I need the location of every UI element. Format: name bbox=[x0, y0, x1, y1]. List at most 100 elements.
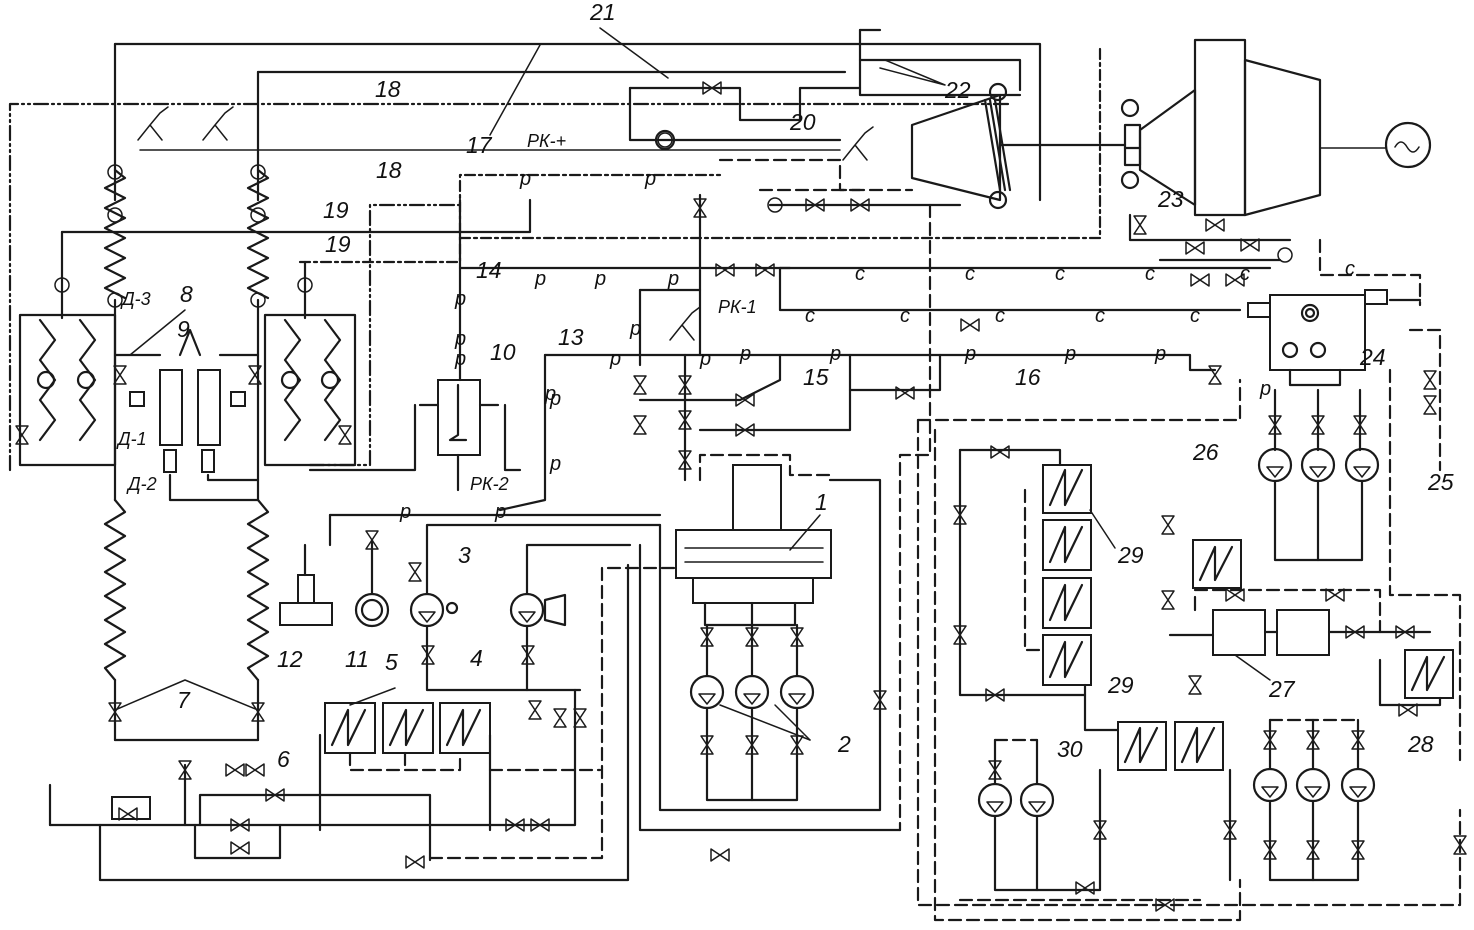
pump-impeller-icon bbox=[698, 693, 716, 705]
valve-icon bbox=[265, 788, 285, 802]
pump-group-central bbox=[279, 513, 662, 692]
line-code-c: с bbox=[855, 263, 865, 285]
line-code-p: р bbox=[549, 388, 561, 410]
valve-icon bbox=[573, 708, 587, 728]
relief-valve-icon bbox=[669, 306, 701, 341]
valve-icon bbox=[693, 198, 707, 218]
pump-impeller-icon bbox=[1309, 466, 1327, 478]
line-code-p: р bbox=[1064, 343, 1076, 365]
callouts: 21 22 18 18 17 20 19 19 23 8 9 14 13 10 … bbox=[116, 0, 1454, 772]
line-code-p: р bbox=[399, 501, 411, 523]
valve-icon bbox=[953, 625, 967, 645]
valve-icon bbox=[553, 708, 567, 728]
label-5: 5 bbox=[385, 649, 398, 675]
pump-impeller-icon bbox=[1304, 786, 1322, 798]
valve-icon bbox=[1351, 730, 1365, 750]
valve-icon bbox=[715, 263, 735, 277]
line-code-p: р bbox=[454, 348, 466, 370]
line-code-p: р bbox=[549, 453, 561, 475]
valve-icon bbox=[745, 735, 759, 755]
line-code-p: р bbox=[1154, 343, 1166, 365]
line-code-p: р bbox=[454, 328, 466, 350]
valve-icon bbox=[678, 375, 692, 395]
line-code-p: р bbox=[829, 343, 841, 365]
label-rk2: РК-2 bbox=[470, 474, 509, 494]
line-code-p: р bbox=[544, 383, 556, 405]
line-code-c: с bbox=[1055, 263, 1065, 285]
valve-icon bbox=[1093, 820, 1107, 840]
label-26: 26 bbox=[1192, 439, 1219, 465]
valve-icon bbox=[953, 505, 967, 525]
label-24: 24 bbox=[1359, 344, 1386, 370]
valve-icon bbox=[678, 410, 692, 430]
valve-icon bbox=[230, 841, 250, 855]
valve-icon bbox=[702, 81, 722, 95]
label-27: 27 bbox=[1268, 676, 1296, 702]
valve-icon bbox=[225, 763, 245, 777]
valve-icon bbox=[1306, 730, 1320, 750]
label-25: 25 bbox=[1427, 469, 1454, 495]
valve-icon bbox=[15, 425, 29, 445]
label-13: 13 bbox=[558, 324, 584, 350]
line-code-p: р bbox=[644, 168, 656, 190]
valve-icon bbox=[1395, 625, 1415, 639]
label-21: 21 bbox=[589, 0, 616, 25]
line-code-p: р bbox=[629, 318, 641, 340]
pump-impeller-icon bbox=[1028, 801, 1046, 813]
valve-icon bbox=[230, 818, 250, 832]
spray-nozzle-icon bbox=[657, 132, 673, 148]
valve-icon bbox=[755, 263, 775, 277]
line-code-c: с bbox=[1145, 263, 1155, 285]
line-code-c: с bbox=[965, 263, 975, 285]
label-11: 11 bbox=[345, 646, 369, 672]
label-10: 10 bbox=[490, 339, 516, 365]
valve-icon bbox=[1423, 395, 1437, 415]
valve-icon bbox=[1268, 415, 1282, 435]
valve-icon bbox=[1161, 590, 1175, 610]
valve-icon bbox=[1190, 273, 1210, 287]
valve-icon bbox=[1306, 840, 1320, 860]
turbine-unit bbox=[910, 38, 1432, 217]
valve-icon bbox=[118, 807, 138, 821]
relief-valve-icon bbox=[137, 106, 169, 141]
pump-group-28 bbox=[1252, 718, 1376, 882]
relief-valve-icon bbox=[842, 126, 874, 161]
line-code-p: р bbox=[454, 288, 466, 310]
pump-impeller-icon bbox=[986, 801, 1004, 813]
label-rkplus: РК-+ bbox=[527, 131, 566, 151]
valve-icon bbox=[895, 386, 915, 400]
line-code-p: р bbox=[519, 168, 531, 190]
spray-nozzle-icon bbox=[107, 207, 123, 223]
spray-nozzle-icon bbox=[250, 164, 266, 180]
valve-icon bbox=[1240, 238, 1260, 252]
valve-icon bbox=[1188, 675, 1202, 695]
valve-icon bbox=[633, 415, 647, 435]
label-d1: Д-1 bbox=[116, 429, 147, 449]
spray-nozzle-icon bbox=[54, 277, 70, 293]
valve-icon bbox=[1208, 365, 1222, 385]
line-code-c: с bbox=[805, 305, 815, 327]
valve-icon bbox=[1263, 730, 1277, 750]
line-code-p: р bbox=[964, 343, 976, 365]
valve-icon bbox=[850, 198, 870, 212]
pump-impeller-icon bbox=[1261, 786, 1279, 798]
line-code-p: р bbox=[667, 268, 679, 290]
valve-icon bbox=[1351, 840, 1365, 860]
valve-icon bbox=[178, 760, 192, 780]
line-code-p: р bbox=[534, 268, 546, 290]
line-code-c: с bbox=[900, 305, 910, 327]
valve-icon bbox=[1185, 241, 1205, 255]
valve-icon bbox=[530, 818, 550, 832]
label-1: 1 bbox=[815, 489, 828, 515]
valve-icon bbox=[1225, 588, 1245, 602]
heater-block-left bbox=[18, 230, 117, 467]
label-22: 22 bbox=[944, 77, 971, 103]
line-code-c: с bbox=[1190, 305, 1200, 327]
label-23: 23 bbox=[1157, 186, 1184, 212]
spray-nozzle-icon bbox=[767, 197, 783, 213]
spray-nozzle-icon bbox=[297, 277, 313, 293]
valve-icon bbox=[678, 450, 692, 470]
label-18-top: 18 bbox=[375, 76, 401, 102]
valve-icon bbox=[1225, 273, 1245, 287]
line-code-p: р bbox=[739, 343, 751, 365]
